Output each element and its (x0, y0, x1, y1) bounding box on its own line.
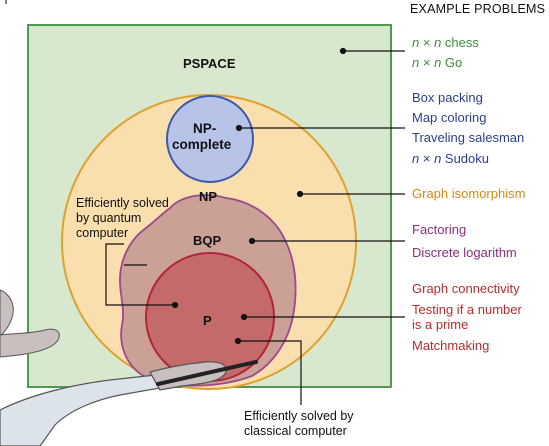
np-complete-label-line2: complete (172, 137, 232, 152)
example-bqp-discrete-logarithm: Discrete logarithm (412, 245, 517, 260)
quantum-caption-line3: computer (76, 226, 129, 240)
quantum-caption-line1: Efficiently solved (76, 196, 169, 210)
bqp-label: BQP (193, 233, 222, 248)
example-p-graph-connectivity: Graph connectivity (412, 281, 520, 296)
example-p-testing-number-line1: Testing if a number (412, 302, 522, 317)
np-complete-region (166, 95, 254, 183)
example-np-graph-isomorphism: Graph isomorphism (412, 186, 526, 201)
example-pspace-go: n × n Go (412, 55, 463, 70)
example-npc-traveling-salesman: Traveling salesman (412, 130, 525, 145)
example-pspace-chess: n × n chess (412, 35, 479, 50)
example-bqp-factoring: Factoring (412, 222, 467, 237)
np-complete-label-line1: NP- (193, 121, 217, 136)
pspace-label: PSPACE (183, 56, 236, 71)
p-label: P (203, 313, 212, 328)
quantum-caption-line2: by quantum (76, 211, 142, 225)
example-p-testing-number-line2: is a prime (412, 317, 469, 332)
example-npc-box-packing: Box packing (412, 90, 483, 105)
example-problems-header: EXAMPLE PROBLEMS (410, 2, 546, 16)
example-npc-map-coloring: Map coloring (412, 110, 487, 125)
classical-caption-line2: classical computer (244, 424, 347, 438)
cartoon-hand-with-pointer-icon (0, 289, 258, 446)
leader-lines (105, 47, 405, 405)
classical-caption-line1: Efficiently solved by (244, 409, 354, 423)
example-p-matchmaking: Matchmaking (412, 338, 490, 353)
example-npc-sudoku: n × n Sudoku (412, 151, 489, 166)
np-label: NP (199, 189, 218, 204)
